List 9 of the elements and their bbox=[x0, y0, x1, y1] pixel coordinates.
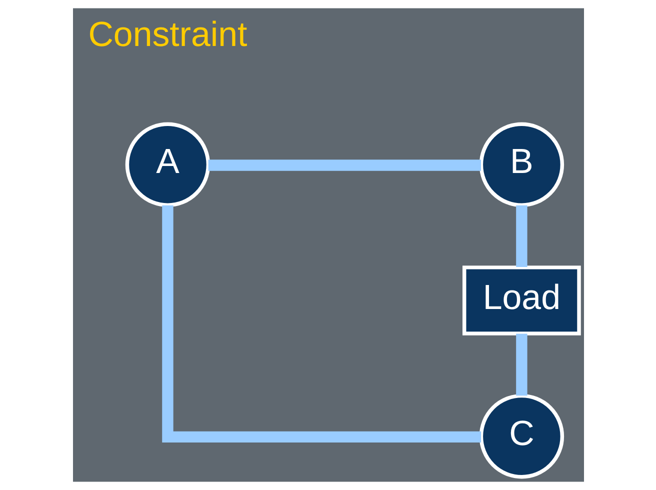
connector bbox=[516, 334, 527, 396]
connector bbox=[516, 205, 527, 268]
node-box: Load bbox=[462, 266, 580, 336]
node-circle: B bbox=[478, 122, 564, 207]
label: Constraint bbox=[88, 15, 247, 54]
connector bbox=[162, 205, 481, 443]
connector bbox=[208, 160, 481, 171]
node-circle: A bbox=[124, 122, 210, 207]
node-circle: C bbox=[478, 394, 564, 479]
